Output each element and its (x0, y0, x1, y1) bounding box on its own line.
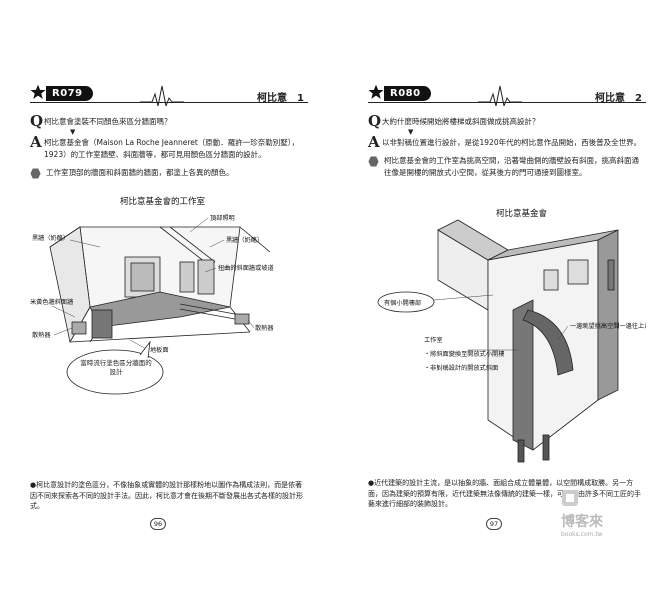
bubble-text: 當時流行塗色區分牆面的設計 (80, 359, 152, 376)
question-block: Q 大約什麼時候開始將樓梯或斜面做成挑高設計？ (368, 112, 646, 130)
answer-block: A 以非對稱位置進行設計，是從1920年代的柯比意作品開始，西後普及全世界。 (368, 133, 646, 151)
answer-block: A 柯比意基金會（Maison La Roche Jeanneret（原動．羅許… (30, 133, 308, 161)
a-letter: A (368, 133, 380, 151)
star-icon (30, 84, 46, 99)
label-floor: 地板面 (150, 346, 169, 354)
label-note-1: ・將斜面變換至開放式小開樓 (424, 350, 504, 358)
label-radiator-right: 散熱器 (255, 324, 274, 332)
right-header: R080 柯比意 2 (368, 80, 646, 106)
down-arrow-icon: ▼ (408, 128, 414, 136)
page-number: 96 (150, 518, 166, 530)
q-letter: Q (368, 112, 382, 130)
left-page: R079 柯比意 1 Q 柯比意會塗裝不同顏色來區分牆面嗎？ ▼ A 柯比意基金… (30, 80, 308, 540)
villa-section-drawing: 柯比意基金會 一邊眺望挑高空間一邊往上走 工作室 ・將斜面變換至開放式小開樓 (377, 208, 646, 463)
bullet-block: 柯比意基金會的工作室為挑高空間，沿著彎曲側的牆壁設有斜面，挑高斜面通往像是開樓的… (368, 155, 646, 179)
bullet-block: 工作室頂部的牆面和斜面牆的牆面，都塗上各異的顏色。 (30, 167, 308, 179)
label-slope-wall: 扭曲的斜面牆或坡道 (218, 264, 274, 272)
watermark: 博客來 books.com.tw (561, 489, 633, 545)
q-letter: Q (30, 112, 44, 130)
header-rule (368, 102, 646, 103)
right-page: R080 柯比意 2 Q 大約什麼時候開始將樓梯或斜面做成挑高設計？ ▼ A 以… (368, 80, 646, 540)
star-icon (368, 84, 384, 99)
watermark-text: 博客來 (561, 514, 603, 530)
bullet-text: 柯比意基金會的工作室為挑高空間，沿著彎曲側的牆壁設有斜面，挑高斜面通往像是開樓的… (384, 156, 639, 177)
label-note-2: ・非對稱設計的開放式斜面 (424, 364, 498, 372)
label-wall-left: 黑牆（奶酪） (32, 234, 69, 242)
bullet-text: 工作室頂部的牆面和斜面牆的牆面，都塗上各異的顏色。 (46, 168, 234, 177)
figure-title: 柯比意基金會 (496, 208, 548, 219)
page-title: 柯比意 2 (595, 93, 642, 104)
label-radiator-left: 散熱器 (32, 331, 51, 339)
label-beige-slope: 米黃色牆斜面牆 (30, 298, 73, 306)
answer-text: 柯比意基金會（Maison La Roche Jeanneret（原動．羅許一珍… (44, 138, 300, 159)
page-number: 97 (486, 518, 502, 530)
footnote: ●柯比意設計的塗色區分，不像抽象或實體的設計那樣粉地以圖作為構成法則，而是依著因… (30, 481, 303, 510)
hexagon-bullet-icon (30, 168, 41, 179)
question-block: Q 柯比意會塗裝不同顏色來區分牆面嗎？ (30, 112, 308, 130)
small-gallery-bubble (377, 291, 435, 313)
label-stair-ramp: 一邊眺望挑高空間一邊往上走 (570, 322, 646, 330)
hexagon-bullet-icon (368, 156, 379, 167)
down-arrow-icon: ▼ (70, 128, 76, 136)
a-letter: A (30, 133, 42, 151)
question-text: 柯比意會塗裝不同顏色來區分牆面嗎？ (44, 117, 172, 126)
heartbeat-icon (140, 85, 184, 106)
watermark-logo-icon (562, 490, 578, 506)
section-code: R079 (46, 86, 93, 101)
header-rule (30, 102, 308, 103)
figure-title: 柯比意基金會的工作室 (120, 196, 206, 207)
label-wall-right: 黑牆（奶酪） (226, 236, 263, 244)
answer-text: 以非對稱位置進行設計，是從1920年代的柯比意作品開始，西後普及全世界。 (382, 138, 642, 147)
page-title: 柯比意 1 (257, 93, 304, 104)
heartbeat-icon (478, 85, 522, 106)
label-small-gallery: 有個小開樓部 (384, 299, 421, 307)
footnote: ●近代建築的設計主流，是以抽象的牆、面組合成立體量體，以空間構成取勝。另一方面，… (368, 479, 641, 508)
section-code: R080 (384, 86, 431, 101)
studio-interior-drawing: 柯比意基金會的工作室 (30, 196, 274, 395)
speech-bubble (66, 349, 164, 395)
label-studio: 工作室 (424, 336, 443, 344)
left-header: R079 柯比意 1 (30, 80, 308, 106)
watermark-url: books.com.tw (561, 531, 603, 538)
question-text: 大約什麼時候開始將樓梯或斜面做成挑高設計？ (382, 117, 540, 126)
label-top-light: 頂部照明 (210, 214, 235, 222)
